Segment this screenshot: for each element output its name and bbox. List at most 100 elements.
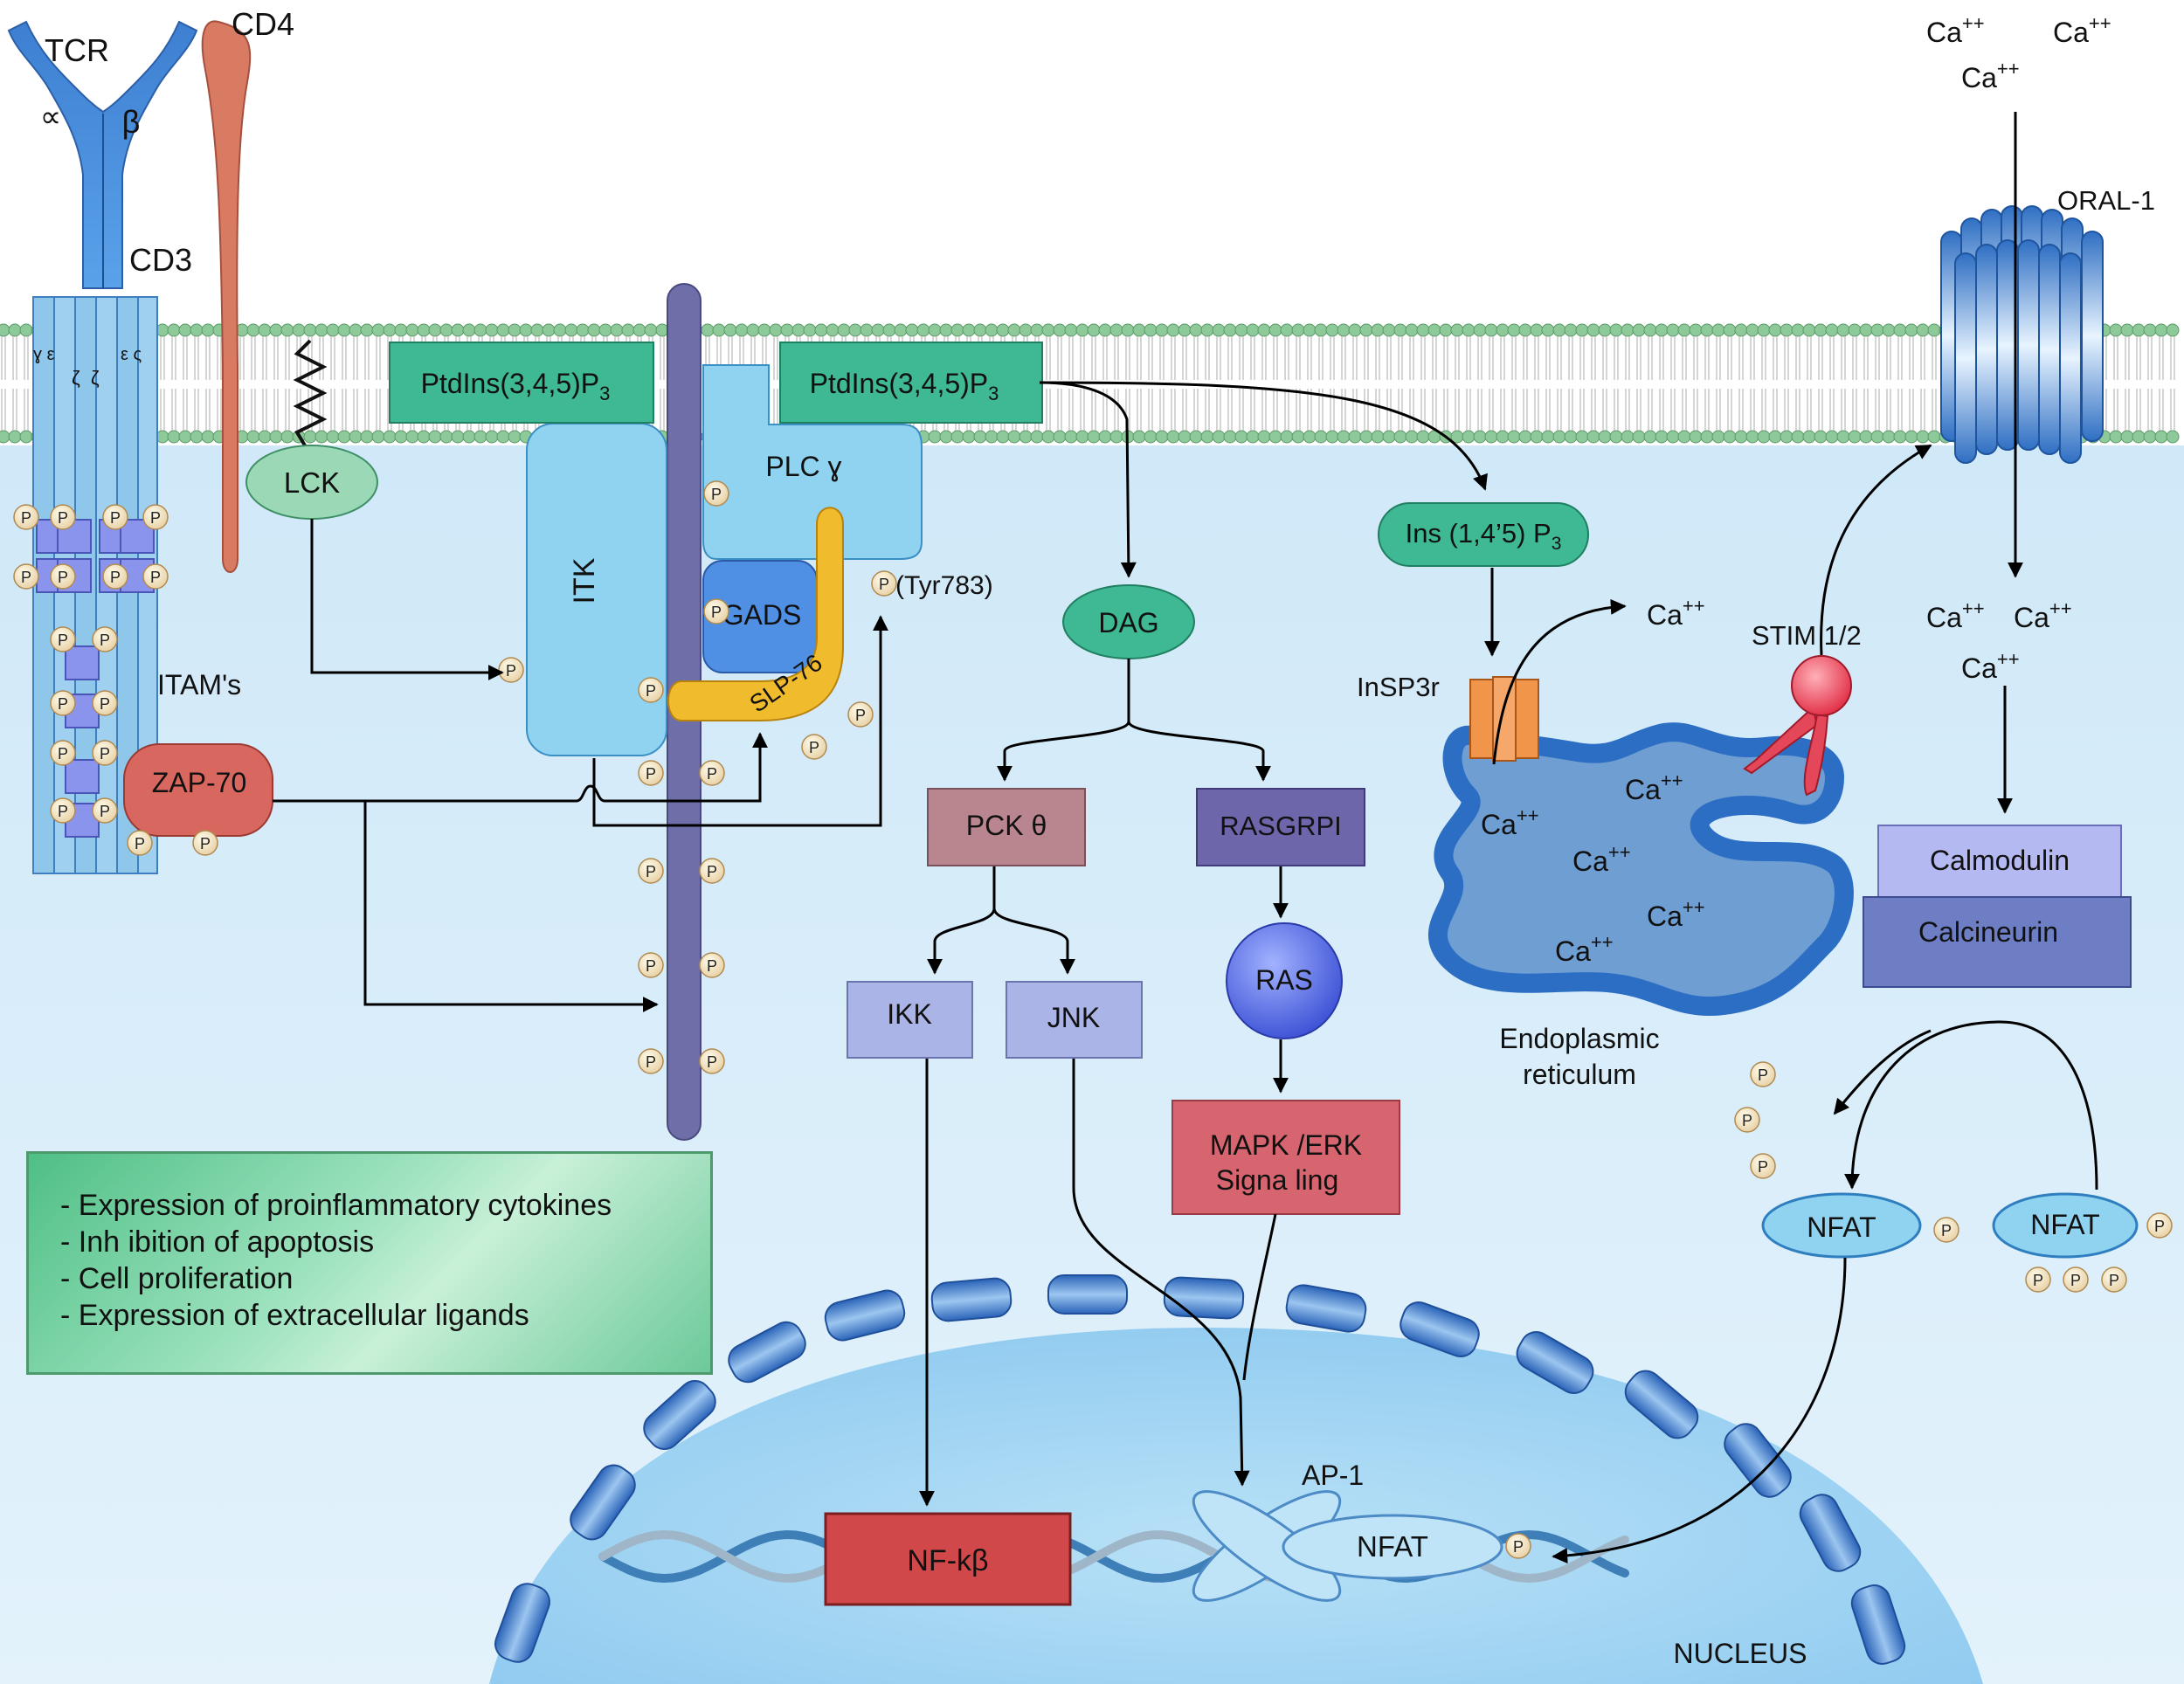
stim: [1743, 655, 1852, 797]
svg-text:P: P: [2033, 1272, 2043, 1289]
nfat-dephospho: [1761, 1192, 1922, 1259]
svg-text:P: P: [110, 509, 121, 527]
calmodulin-label: Calmodulin: [1930, 845, 2070, 876]
ikk-label: IKK: [887, 998, 932, 1030]
chain-zeta-zeta: ζ ζ: [72, 367, 100, 389]
nfat-nuclear: [1282, 1514, 1503, 1580]
svg-text:P: P: [150, 569, 161, 586]
stim-label: STIM 1/2: [1752, 620, 1862, 651]
svg-text:Ca++: Ca++: [1961, 58, 2020, 93]
calcineurin: [1863, 896, 2132, 988]
svg-text:P: P: [646, 765, 656, 783]
svg-text:P: P: [879, 576, 889, 593]
itk-label: ITK: [568, 557, 601, 604]
svg-text:P: P: [100, 695, 110, 713]
nfkb-label: NF-kβ: [907, 1544, 988, 1577]
nfkb-box: [824, 1512, 1072, 1606]
calcineurin-label: Calcineurin: [1918, 916, 2058, 948]
cd4: [201, 20, 252, 573]
svg-text:P: P: [100, 803, 110, 820]
svg-text:P: P: [58, 509, 68, 527]
plc-gamma-label: PLC ɣ: [765, 451, 841, 482]
lck-label: LCK: [284, 466, 340, 499]
svg-text:P: P: [150, 509, 161, 527]
mapk-erk: [1171, 1100, 1400, 1215]
svg-text:P: P: [2109, 1272, 2119, 1289]
pip3-right-box: [779, 342, 1043, 424]
slp76: [667, 507, 844, 721]
svg-text:P: P: [855, 707, 866, 724]
svg-text:P: P: [707, 957, 717, 975]
svg-text:P: P: [1941, 1222, 1952, 1239]
outcomes-box: - Expression of proinflammatory cytokine…: [26, 1151, 713, 1375]
nfat-dephospho-label: NFAT: [1807, 1211, 1876, 1243]
svg-text:P: P: [707, 1053, 717, 1071]
chain-epsilon-zeta: ε ς: [121, 345, 142, 364]
pck-theta-label: PCK θ: [966, 810, 1047, 841]
svg-text:P: P: [100, 745, 110, 763]
plasma-membrane: [0, 323, 2184, 445]
mapk-line1: MAPK /ERK: [1210, 1129, 1362, 1161]
outcome-item: - Expression of extracellular ligands: [60, 1299, 529, 1332]
gads-label: GADS: [722, 599, 802, 631]
jnk-label: JNK: [1047, 1002, 1100, 1033]
cd4-label: CD4: [232, 6, 294, 42]
svg-text:Ca++: Ca++: [1647, 896, 1705, 932]
svg-text:P: P: [711, 486, 722, 503]
svg-text:P: P: [646, 682, 656, 700]
orai-label: ORAL-1: [2057, 185, 2155, 216]
svg-text:P: P: [1742, 1112, 1752, 1129]
svg-text:P: P: [200, 835, 211, 852]
svg-text:P: P: [646, 863, 656, 880]
tyr783-label: (Tyr783): [895, 571, 993, 600]
nfat-nuclear-label: NFAT: [1357, 1530, 1428, 1563]
lck-anchor: [293, 339, 328, 456]
svg-text:P: P: [646, 1053, 656, 1071]
endoplasmic-reticulum: [1428, 722, 1854, 1017]
svg-text:P: P: [2070, 1272, 2081, 1289]
outcome-item: - Inh ibition of apoptosis: [60, 1225, 375, 1259]
ip3: [1378, 502, 1589, 567]
nucleus: NF-kβ AP-1 NFAT NUCLEUS: [489, 1274, 1983, 1684]
svg-text:Ca++: Ca++: [1961, 648, 2020, 684]
ras-label: RAS: [1255, 964, 1313, 996]
svg-text:P: P: [135, 835, 145, 852]
svg-text:Ca++: Ca++: [2053, 12, 2111, 48]
svg-text:P: P: [809, 739, 819, 756]
svg-text:P: P: [707, 765, 717, 783]
svg-text:P: P: [1758, 1066, 1768, 1084]
cd3-label: CD3: [129, 242, 192, 278]
svg-text:P: P: [58, 569, 68, 586]
svg-text:P: P: [58, 745, 68, 763]
pip3-left-label: PtdIns(3,4,5)P3: [421, 368, 611, 404]
ap1-label: AP-1: [1302, 1460, 1364, 1491]
tcr-label: TCR: [45, 32, 109, 68]
svg-text:P: P: [1513, 1538, 1524, 1556]
ras: [1226, 922, 1343, 1039]
svg-text:P: P: [711, 604, 722, 621]
outcome-item: - Expression of proinflammatory cytokine…: [60, 1189, 612, 1222]
nfat-phospho-label: NFAT: [2030, 1209, 2099, 1240]
insp3r-label: InSP3r: [1357, 672, 1440, 702]
nuclear-pores: [494, 1274, 1906, 1665]
zap70-label: ZAP-70: [152, 767, 246, 798]
pip3-left-box: [389, 342, 654, 424]
svg-text:Ca++: Ca++: [1572, 841, 1631, 877]
alpha-label: ∝: [40, 100, 61, 134]
nucleus-label: NUCLEUS: [1674, 1638, 1807, 1669]
rasgrp: [1196, 788, 1365, 866]
svg-text:P: P: [100, 632, 110, 649]
svg-text:P: P: [58, 803, 68, 820]
er-label-1: Endoplasmic: [1499, 1023, 1659, 1054]
calmodulin: [1877, 825, 2122, 898]
svg-text:P: P: [707, 863, 717, 880]
svg-text:Ca++: Ca++: [1926, 12, 1985, 48]
mapk-line2: Signa ling: [1216, 1164, 1339, 1196]
rasgrp-label: RASGRPI: [1220, 811, 1342, 841]
svg-text:P: P: [58, 632, 68, 649]
svg-text:P: P: [506, 662, 516, 680]
arrows: [273, 112, 2098, 1564]
svg-text:P: P: [21, 569, 31, 586]
